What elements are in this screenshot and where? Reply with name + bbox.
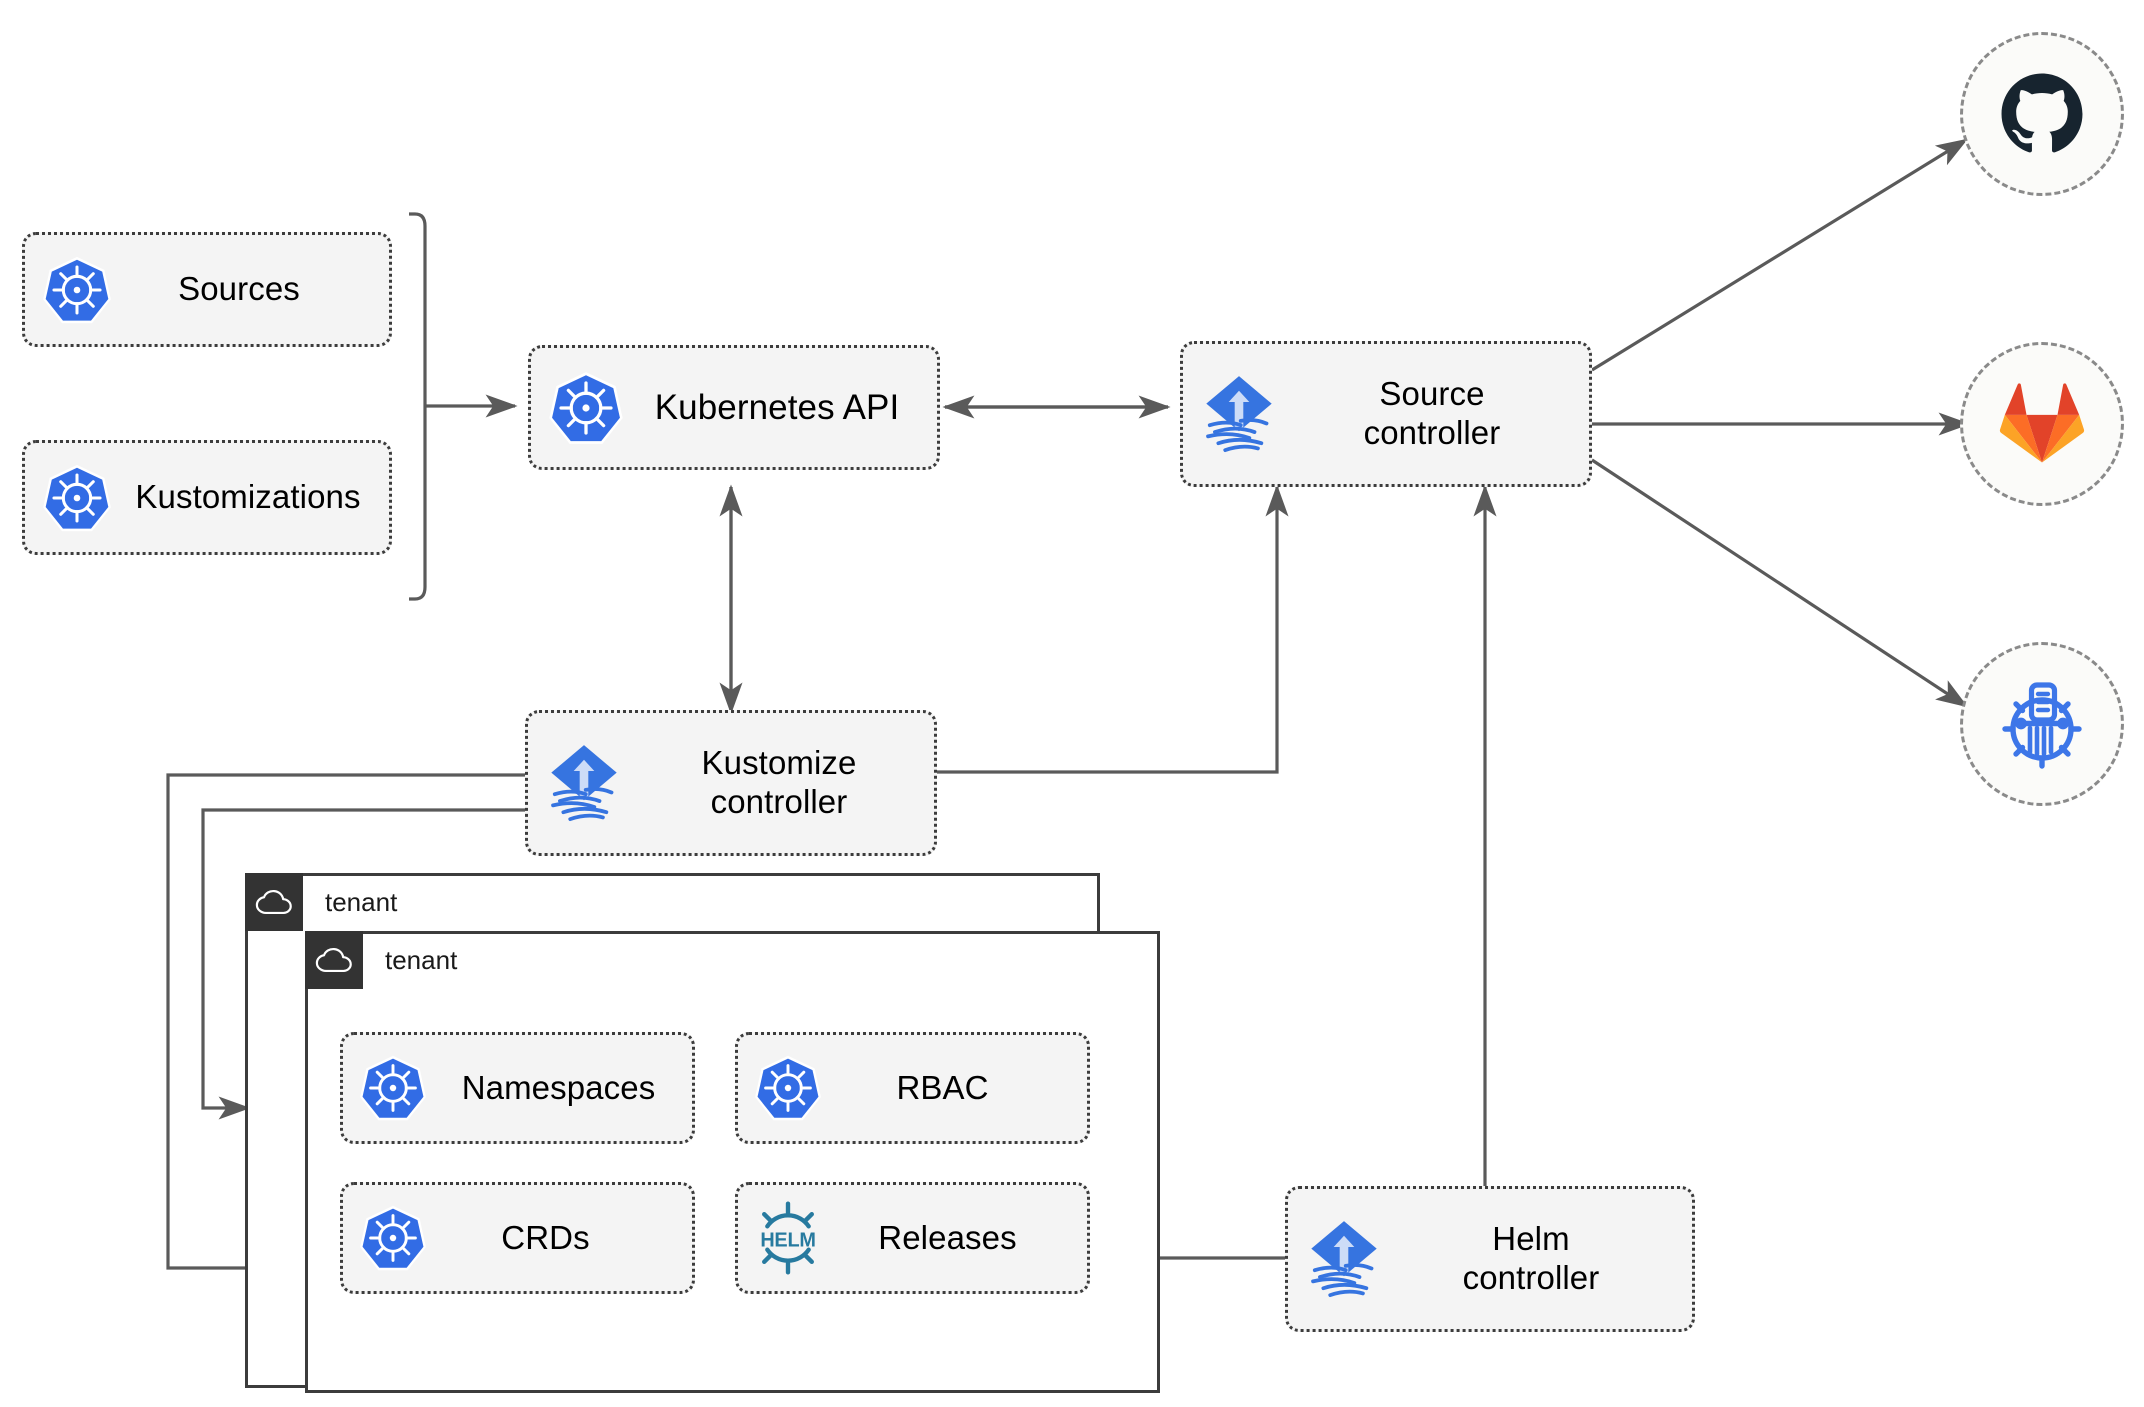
- edge-source-to-github: [1591, 138, 1969, 372]
- node-label: CRDs: [501, 1218, 590, 1256]
- node-label: Releases: [878, 1218, 1017, 1256]
- node-sources[interactable]: Sources: [22, 232, 392, 347]
- node-helm-controller[interactable]: Helm controller: [1285, 1186, 1695, 1332]
- cloud-icon: [245, 873, 303, 931]
- external-source-github[interactable]: [1960, 32, 2124, 196]
- node-label: Namespaces: [461, 1068, 656, 1106]
- node-label: Kustomizations: [135, 478, 361, 516]
- edge-source-to-helm-repository: [1591, 458, 1969, 708]
- kubernetes-icon: [343, 1203, 443, 1273]
- tenant-label: tenant: [325, 886, 398, 917]
- cloud-icon: [305, 931, 363, 989]
- node-rbac[interactable]: RBAC: [735, 1032, 1090, 1144]
- external-source-helm-repository[interactable]: [1960, 642, 2124, 806]
- node-label: Kustomize controller: [701, 744, 857, 820]
- node-label: Kubernetes API: [654, 387, 900, 427]
- helm-repository-icon: [2002, 682, 2082, 769]
- kubernetes-icon: [25, 254, 129, 326]
- tenant-titlebar: tenant: [305, 931, 457, 989]
- tenant-window-inner[interactable]: tenant: [305, 931, 1160, 1393]
- gitlab-icon: [1999, 383, 2085, 463]
- node-label: RBAC: [896, 1068, 989, 1106]
- edge-kustomize-to-source: [937, 484, 1289, 774]
- node-label: Helm controller: [1462, 1220, 1600, 1296]
- github-icon: [2001, 73, 2083, 153]
- node-source-controller[interactable]: Source controller: [1180, 341, 1592, 487]
- svg-text:HELM: HELM: [760, 1230, 815, 1252]
- flux-icon: [1288, 1216, 1400, 1302]
- flux-icon: [528, 740, 640, 826]
- node-kustomize-controller[interactable]: Kustomize controller: [525, 710, 937, 856]
- node-label: Source controller: [1363, 375, 1501, 451]
- node-namespaces[interactable]: Namespaces: [340, 1032, 695, 1144]
- kubernetes-icon: [738, 1053, 838, 1123]
- tenant-label: tenant: [385, 944, 458, 975]
- flux-icon: [1183, 371, 1295, 457]
- kubernetes-icon: [343, 1053, 443, 1123]
- kubernetes-icon: [531, 369, 641, 447]
- tenant-titlebar: tenant: [245, 873, 397, 931]
- node-releases[interactable]: HELM Releases: [735, 1182, 1090, 1294]
- node-kubernetes-api[interactable]: Kubernetes API: [528, 345, 940, 470]
- node-kustomizations[interactable]: Kustomizations: [22, 440, 392, 555]
- edge-crd-brace: [409, 212, 427, 601]
- external-source-gitlab[interactable]: [1960, 342, 2124, 506]
- kubernetes-icon: [25, 462, 129, 534]
- helm-icon: HELM: [738, 1199, 838, 1277]
- node-label: Sources: [178, 270, 300, 308]
- node-crds[interactable]: CRDs: [340, 1182, 695, 1294]
